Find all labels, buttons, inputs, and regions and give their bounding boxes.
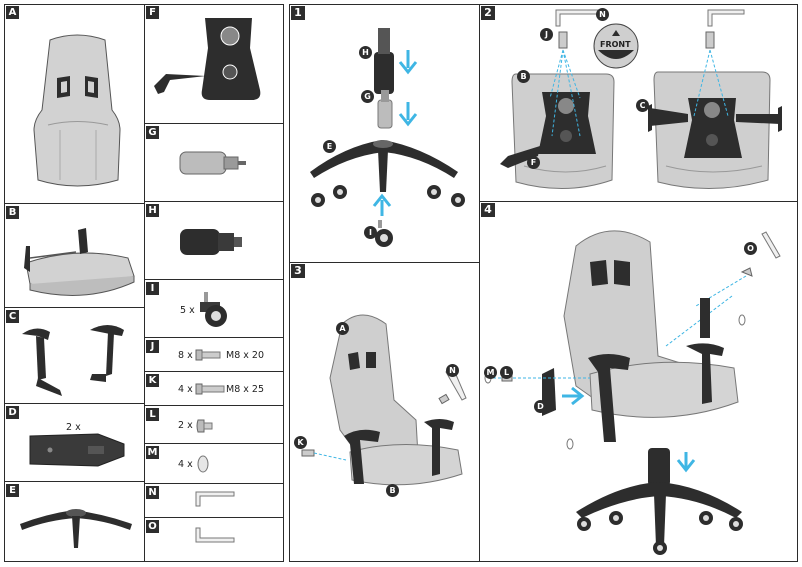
part-k-label: K xyxy=(146,374,159,387)
part-b-cell xyxy=(4,204,145,308)
part-n-cell xyxy=(144,484,284,518)
part-f-label: F xyxy=(146,6,159,19)
part-m-cell xyxy=(144,444,284,484)
part-j-spec: M8 x 20 xyxy=(226,350,264,361)
mechanism-plate-illustration xyxy=(154,18,261,100)
part-c-label: C xyxy=(6,310,19,323)
part-h-cell xyxy=(144,202,284,280)
parts-list-divider xyxy=(144,4,145,562)
step-3-callout-n: N xyxy=(446,364,459,377)
step-3-callout-k: K xyxy=(294,436,307,449)
part-j-cell xyxy=(144,338,284,372)
part-h-label: H xyxy=(146,204,159,217)
step-2-callout-n: N xyxy=(596,8,609,21)
part-i-quantity: 5 x xyxy=(180,305,195,316)
step-2-callout-j: J xyxy=(540,28,553,41)
step-4-number: 4 xyxy=(481,203,495,217)
step-1-callout-h: H xyxy=(359,46,372,59)
part-n-label: N xyxy=(146,486,159,499)
washer-icon xyxy=(197,455,209,473)
step-2-number: 2 xyxy=(481,6,495,20)
part-e-label: E xyxy=(6,484,19,497)
step-4-callout-l: L xyxy=(500,366,513,379)
part-o-label: O xyxy=(146,520,159,533)
caster-illustration xyxy=(200,292,227,327)
part-k-spec: M8 x 25 xyxy=(226,384,264,395)
part-j-quantity: 8 x xyxy=(178,350,193,361)
step-2-callout-b: B xyxy=(517,70,530,83)
part-l-cell xyxy=(144,406,284,444)
step-3-number: 3 xyxy=(291,264,305,278)
step-1-callout-i: I xyxy=(364,226,377,239)
part-l-quantity: 2 x xyxy=(178,420,193,431)
part-l-label: L xyxy=(146,408,159,421)
part-k-cell xyxy=(144,372,284,406)
part-i-label: I xyxy=(146,282,159,295)
part-m-label: M xyxy=(146,446,159,459)
step-3-illustration xyxy=(301,314,467,486)
part-k-quantity: 4 x xyxy=(178,384,193,395)
step-1-number: 1 xyxy=(291,6,305,20)
step-2-callout-f: F xyxy=(527,156,540,169)
bolt-m8x20-icon xyxy=(195,349,221,361)
part-d-label: D xyxy=(6,406,19,419)
gas-lift-cover-illustration xyxy=(180,229,242,255)
part-a-cell xyxy=(4,4,145,204)
part-g-cell xyxy=(144,124,284,202)
seat-illustration xyxy=(24,228,135,296)
step-1-illustration xyxy=(310,28,465,247)
armrests-illustration xyxy=(22,325,124,396)
part-a-label: A xyxy=(6,6,19,19)
part-c-cell xyxy=(4,308,145,404)
part-d-quantity: 2 x xyxy=(66,422,81,433)
part-f-cell xyxy=(144,4,284,124)
step-2-callout-c: C xyxy=(636,99,649,112)
step-4-illustration xyxy=(484,230,781,555)
wrench-icon xyxy=(195,527,235,543)
step-4-callout-m: M xyxy=(484,366,497,379)
base-illustration xyxy=(20,509,132,548)
short-screw-icon xyxy=(196,419,213,433)
step-3-callout-b: B xyxy=(386,484,399,497)
hex-key-icon xyxy=(195,491,235,507)
part-b-label: B xyxy=(6,206,19,219)
step-1-callout-g: G xyxy=(361,90,374,103)
part-m-quantity: 4 x xyxy=(178,459,193,470)
part-j-label: J xyxy=(146,340,159,353)
step-4-callout-o: O xyxy=(744,242,757,255)
bolt-m8x25-icon xyxy=(195,383,225,395)
front-label: FRONT xyxy=(600,40,631,49)
cover-illustration xyxy=(29,433,125,467)
step-3-callout-a: A xyxy=(336,322,349,335)
step-4-callout-d: D xyxy=(534,400,547,413)
part-g-label: G xyxy=(146,126,159,139)
step-1-callout-e: E xyxy=(323,140,336,153)
gas-lift-illustration xyxy=(179,151,246,175)
step-1-panel xyxy=(289,4,481,264)
part-d-cell xyxy=(4,404,145,482)
backrest-illustration xyxy=(33,34,121,187)
part-i-cell xyxy=(144,280,284,338)
